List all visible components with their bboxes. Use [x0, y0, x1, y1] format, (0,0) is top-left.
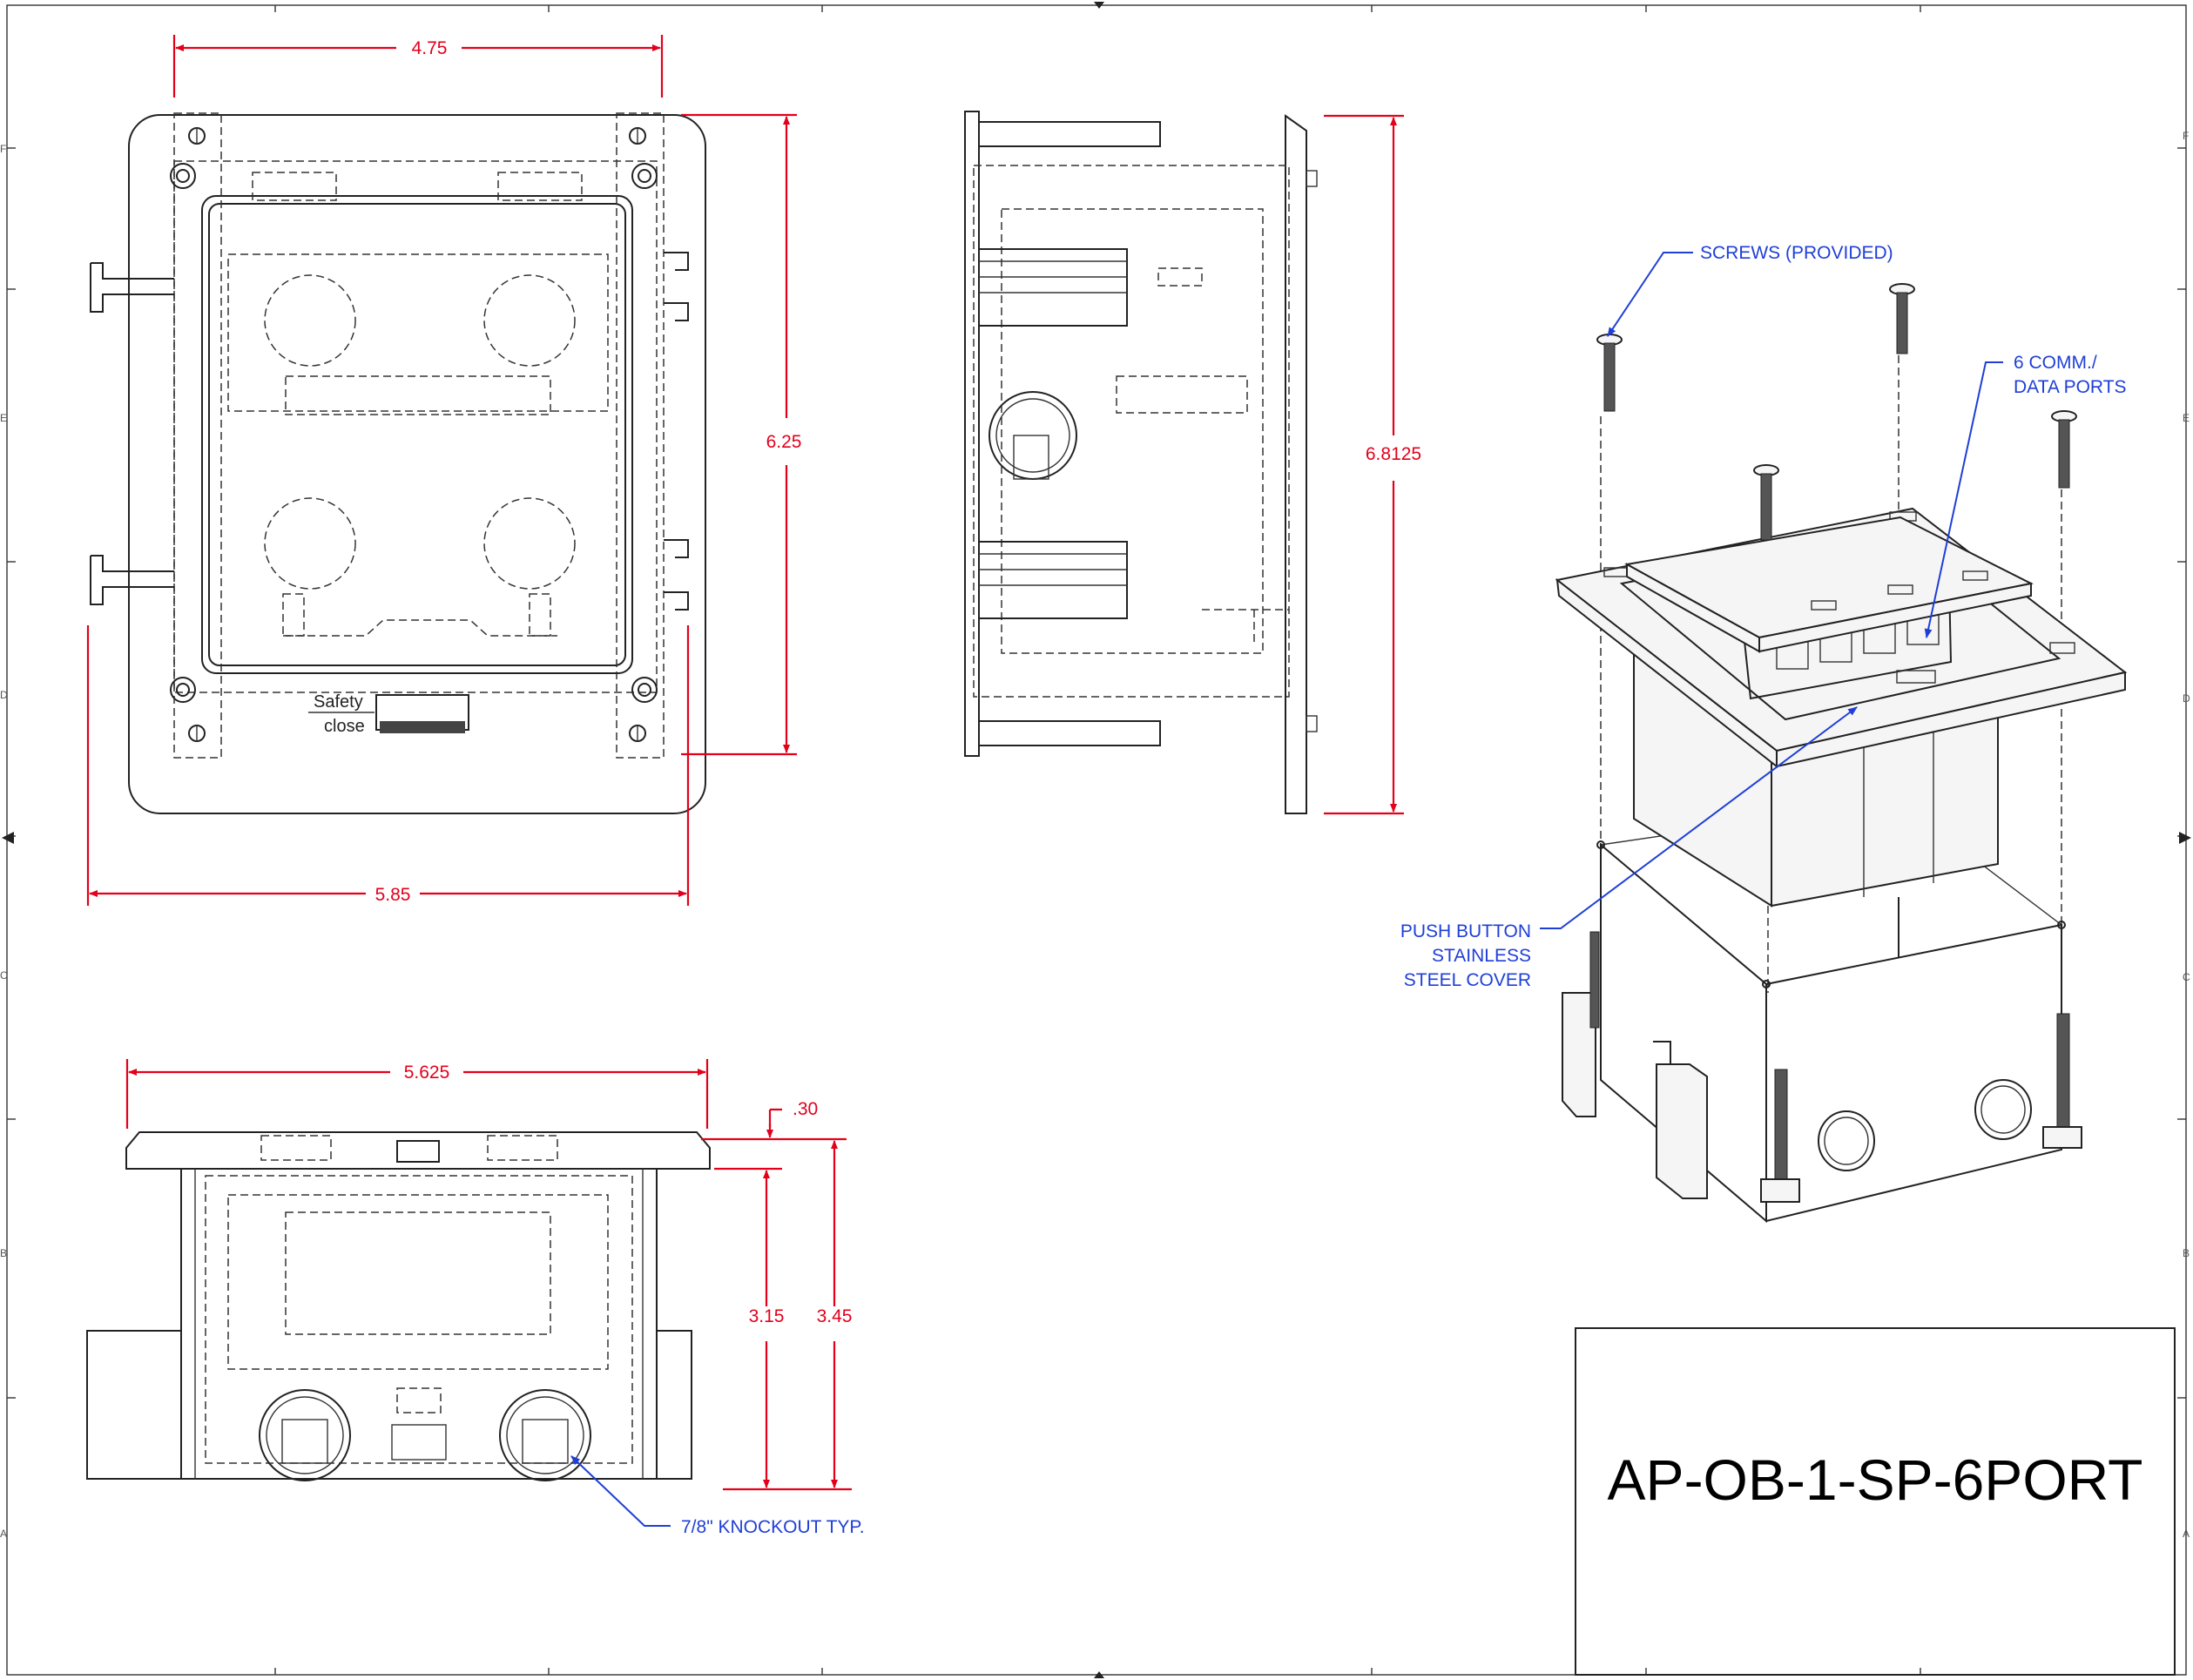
dim-side-height: 6.8125 [1324, 114, 1421, 815]
dim-label: 6.25 [766, 432, 802, 452]
callout-knockout: 7/8" KNOCKOUT TYP. [570, 1455, 865, 1537]
dim-top-width: 4.75 [172, 35, 664, 98]
safety-close-logo: Safety [314, 692, 363, 712]
zone-label: D [2183, 692, 2190, 705]
zone-label: A [0, 1528, 7, 1540]
dim-box-depth: 3.15 3.45 [723, 1140, 853, 1491]
zone-label: D [0, 689, 8, 701]
screw [1753, 464, 1779, 541]
dim-label: 4.75 [412, 38, 448, 58]
dim-label: 3.45 [817, 1306, 853, 1326]
dim-label: 3.15 [749, 1306, 785, 1326]
dim-label: 5.85 [375, 885, 411, 905]
title-block: AP-OB-1-SP-6PORT [1575, 1327, 2176, 1676]
zone-label: C [0, 969, 8, 982]
zone-label: A [2183, 1528, 2190, 1540]
callout-cover-label: PUSH BUTTON [1400, 921, 1531, 941]
callout-ports: 6 COMM./ DATA PORTS [1924, 353, 2127, 639]
screw [1596, 334, 1623, 412]
front-view [86, 1131, 711, 1481]
callout-cover: PUSH BUTTON STAINLESS STEEL COVER [1400, 706, 1858, 990]
zone-label: E [2183, 412, 2190, 424]
dim-label: .30 [793, 1099, 818, 1119]
isometric-view [1555, 283, 2128, 1224]
zone-label: B [2183, 1247, 2190, 1259]
callout-cover-label: STEEL COVER [1404, 970, 1531, 990]
screw [2051, 410, 2077, 489]
callout-ports-label: 6 COMM./ [2014, 353, 2097, 373]
safety-close-logo-sub: close [324, 717, 365, 736]
part-number: AP-OB-1-SP-6PORT [1608, 1447, 2143, 1512]
dim-flange-thickness: .30 [701, 1099, 847, 1171]
callout-screws-label: SCREWS (PROVIDED) [1700, 243, 1893, 263]
dim-label: 5.625 [404, 1063, 450, 1083]
dim-top-overall-width: 5.85 [86, 625, 690, 906]
dim-top-height: 6.25 [681, 113, 802, 756]
screw [1889, 283, 1915, 354]
callout-knockout-label: 7/8" KNOCKOUT TYP. [681, 1517, 865, 1537]
zone-label: E [0, 412, 7, 424]
zone-label: B [0, 1247, 7, 1259]
top-view: Safety close [90, 112, 706, 814]
dim-label: 6.8125 [1366, 444, 1421, 464]
zone-label: F [2183, 130, 2189, 142]
dim-front-width: 5.625 [125, 1059, 709, 1129]
callout-screws: SCREWS (PROVIDED) [1607, 243, 1893, 337]
side-view [964, 111, 1318, 814]
zone-labels-left: F E D C B A [0, 143, 8, 1540]
callout-cover-label: STAINLESS [1432, 946, 1531, 966]
zone-labels-right: F E D C B A [2183, 130, 2190, 1540]
zone-label: C [2183, 971, 2190, 983]
callout-ports-label: DATA PORTS [2014, 377, 2127, 397]
zone-label: F [0, 143, 6, 155]
